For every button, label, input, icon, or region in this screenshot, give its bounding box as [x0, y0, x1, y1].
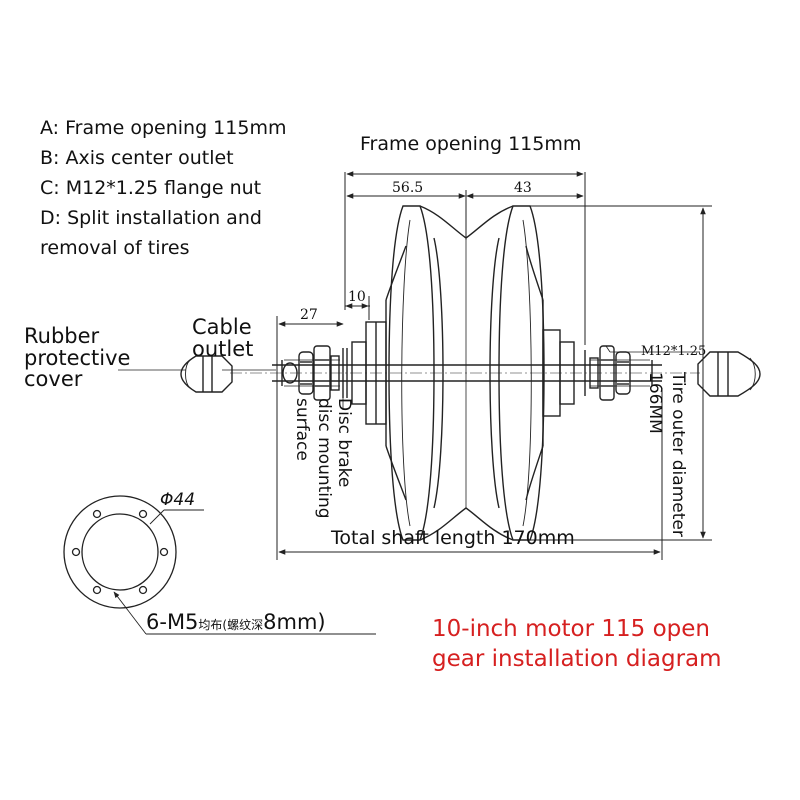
- left-hub: [351, 245, 407, 501]
- flange-hole-callout: 6-M5均布(螺纹深8mm): [146, 610, 326, 634]
- disc-brake-label-2: disc mounting: [314, 398, 334, 519]
- frame-opening-label: Frame opening 115mm: [360, 133, 582, 155]
- flange-thread-depth-label: 螺纹深: [227, 618, 264, 632]
- cable-outlet-label-2: outlet: [192, 337, 254, 361]
- right-rubber-cover: [697, 351, 761, 397]
- disc-brake-label-1: Disc brake: [334, 398, 354, 488]
- diagram-title-line-1: 10-inch motor 115 open: [432, 616, 711, 642]
- tire-diameter-value: 166MM: [645, 372, 665, 434]
- rubber-cover-label-1: Rubber: [24, 324, 100, 348]
- bolt-hole: [138, 509, 148, 519]
- legend-d-continued: removal of tires: [40, 237, 190, 259]
- flange-holes-distribution: 均布(: [198, 618, 228, 632]
- diagram-title-line-2: gear installation diagram: [432, 646, 722, 672]
- dim-56-5: 56.5: [392, 180, 424, 196]
- rubber-cover-label-2: protective: [24, 346, 131, 370]
- bolt-hole: [159, 547, 169, 557]
- disc-brake-label-3: surface: [292, 398, 312, 461]
- tire-diameter-label: Tire outer diameter: [668, 372, 688, 537]
- left-nut-assembly: [282, 345, 348, 401]
- dim-43: 43: [514, 180, 532, 196]
- flange-bolt-pattern: [63, 495, 376, 635]
- small-dimensions: [276, 296, 370, 560]
- left-rubber-cover: [180, 355, 233, 393]
- flange-holes: 6-M5: [146, 610, 199, 634]
- cable-outlet-label-1: Cable: [192, 315, 252, 339]
- bolt-hole: [138, 585, 148, 595]
- legend-d: D: Split installation and: [40, 207, 262, 229]
- flange-thread-depth: 8mm): [263, 610, 326, 634]
- thread-spec: M12*1.25: [641, 344, 707, 359]
- diagram-title: 10-inch motor 115 open gear installation…: [432, 614, 722, 674]
- total-shaft-dimension: [278, 388, 663, 560]
- bolt-hole: [71, 547, 81, 557]
- bolt-hole: [92, 509, 102, 519]
- rubber-cover-label-3: cover: [24, 367, 83, 391]
- tire-diameter-dimension: [530, 205, 712, 541]
- dim-10: 10: [348, 289, 366, 305]
- wheel-rim: [388, 205, 545, 541]
- legend-b: B: Axis center outlet: [40, 147, 234, 169]
- frame-opening-dimension: [344, 171, 586, 345]
- flange-diameter-label: Φ44: [160, 490, 196, 510]
- legend-a: A: Frame opening 115mm: [40, 117, 287, 139]
- bolt-hole: [92, 585, 102, 595]
- total-shaft-label: Total shaft length 170mm: [331, 527, 575, 549]
- legend-c: C: M12*1.25 flange nut: [40, 177, 262, 199]
- dim-27: 27: [300, 307, 318, 323]
